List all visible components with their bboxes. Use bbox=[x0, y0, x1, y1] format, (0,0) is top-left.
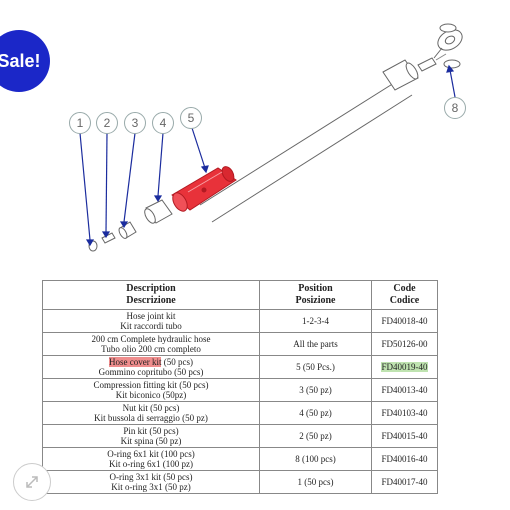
table-row: O-ring 3x1 kit (50 pcs)Kit o-ring 3x1 (5… bbox=[42, 470, 438, 494]
row-description: Nut kit (50 pcs)Kit bussola di serraggio… bbox=[42, 401, 260, 425]
callout-8: 8 bbox=[444, 97, 466, 119]
callout-5: 5 bbox=[180, 107, 202, 129]
row-description: Pin kit (50 pcs)Kit spina (50 pz) bbox=[42, 424, 260, 448]
row-code: FD40103-40 bbox=[371, 401, 438, 425]
table-row: Nut kit (50 pcs)Kit bussola di serraggio… bbox=[42, 401, 438, 425]
row-description: Compression fitting kit (50 pcs)Kit bico… bbox=[42, 378, 260, 402]
row-position: 3 (50 pz) bbox=[259, 378, 372, 402]
highlight-code: FD40019-40 bbox=[381, 362, 428, 372]
row-code: FD40018-40 bbox=[371, 309, 438, 333]
row-position: 4 (50 pz) bbox=[259, 401, 372, 425]
callout-1: 1 bbox=[69, 112, 91, 134]
row-description: O-ring 6x1 kit (100 pcs)Kit o-ring 6x1 (… bbox=[42, 447, 260, 471]
sale-badge: Sale! bbox=[0, 30, 50, 92]
callout-2: 2 bbox=[96, 112, 118, 134]
leader-lines bbox=[79, 64, 456, 247]
row-position: All the parts bbox=[259, 332, 372, 356]
row-code: FD50126-00 bbox=[371, 332, 438, 356]
row-position: 5 (50 Pcs.) bbox=[259, 355, 372, 379]
nut-part bbox=[144, 199, 173, 224]
callout-3: 3 bbox=[124, 112, 146, 134]
table-row: Pin kit (50 pcs)Kit spina (50 pz) 2 (50 … bbox=[42, 424, 438, 448]
pin-part bbox=[101, 232, 116, 244]
row-code: FD40017-40 bbox=[371, 470, 438, 494]
expand-arrows-icon bbox=[26, 476, 38, 488]
highlight-hose-cover: Hose cover kit bbox=[109, 357, 162, 367]
row-position: 2 (50 pz) bbox=[259, 424, 372, 448]
zoom-button[interactable] bbox=[13, 463, 51, 501]
row-description: Hose cover kit (50 pcs)Gommino copritubo… bbox=[42, 355, 260, 379]
row-position: 8 (100 pcs) bbox=[259, 447, 372, 471]
row-position: 1-2-3-4 bbox=[259, 309, 372, 333]
compression-fitting-part bbox=[118, 221, 137, 239]
row-description: O-ring 3x1 kit (50 pcs)Kit o-ring 3x1 (5… bbox=[42, 470, 260, 494]
callout-4: 4 bbox=[152, 112, 174, 134]
row-position: 1 (50 pcs) bbox=[259, 470, 372, 494]
hydraulic-hose bbox=[199, 77, 413, 223]
row-code: FD40016-40 bbox=[371, 447, 438, 471]
row-code: FD40015-40 bbox=[371, 424, 438, 448]
table-row: Compression fitting kit (50 pcs)Kit bico… bbox=[42, 378, 438, 402]
hose-cover-part bbox=[171, 166, 237, 212]
hose-parts-diagram bbox=[79, 23, 463, 252]
table-row: O-ring 6x1 kit (100 pcs)Kit o-ring 6x1 (… bbox=[42, 447, 438, 471]
row-code: FD40019-40 bbox=[371, 355, 438, 379]
table-row: Hose cover kit (50 pcs)Gommino copritubo… bbox=[42, 355, 438, 379]
hose-end-fitting bbox=[382, 23, 463, 91]
row-code: FD40013-40 bbox=[371, 378, 438, 402]
